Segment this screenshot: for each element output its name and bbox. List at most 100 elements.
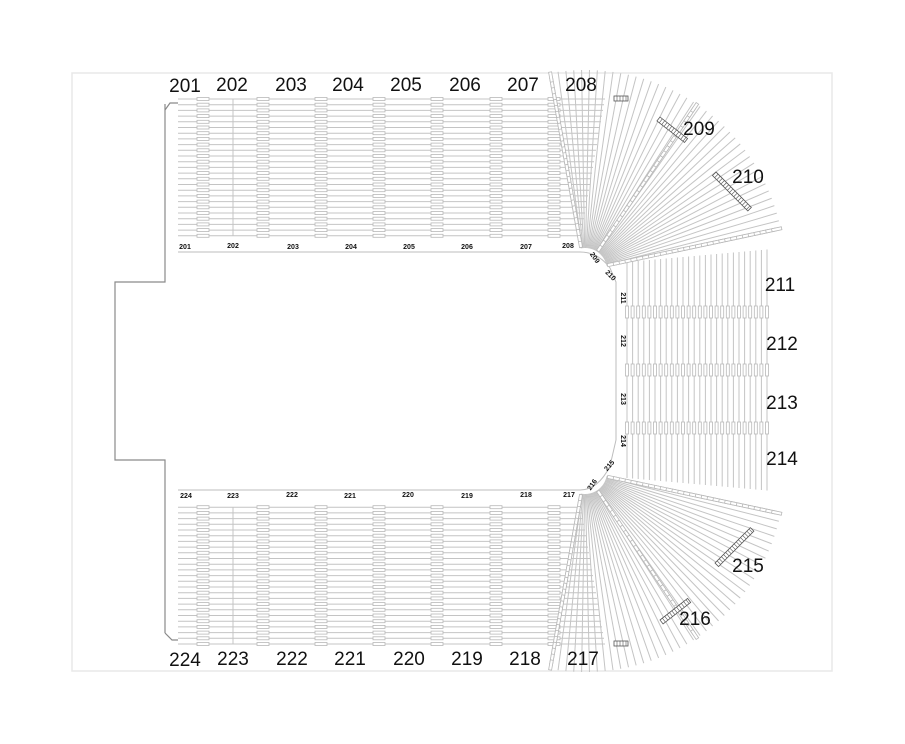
aisle-step: [681, 421, 685, 435]
section-label-222[interactable]: 222: [286, 492, 298, 499]
section-label-204[interactable]: 204: [345, 244, 357, 251]
section-label-208[interactable]: 208: [562, 243, 574, 250]
section-label-201[interactable]: 201: [169, 76, 201, 97]
section-label-215[interactable]: 215: [732, 556, 764, 577]
aisle-step: [489, 642, 503, 646]
section-label-217[interactable]: 217: [567, 649, 599, 670]
section-label-211[interactable]: 211: [619, 292, 626, 303]
section-label-223[interactable]: 223: [217, 649, 249, 670]
aisle-step: [636, 305, 641, 319]
aisle-step: [314, 596, 328, 601]
aisle-step: [489, 131, 503, 136]
section-label-224[interactable]: 224: [169, 650, 201, 671]
section-label-203[interactable]: 203: [275, 75, 307, 96]
section-label-205[interactable]: 205: [403, 244, 415, 251]
aisle-step: [372, 607, 386, 612]
aisle-step: [372, 142, 386, 147]
section-label-216[interactable]: 216: [587, 478, 599, 492]
aisle-step: [430, 602, 444, 606]
section-label-202[interactable]: 202: [216, 75, 248, 96]
aisle-step: [314, 211, 328, 215]
seat-row: [602, 484, 746, 593]
section-label-208[interactable]: 208: [565, 75, 597, 96]
section-label-216[interactable]: 216: [679, 609, 711, 630]
section-label-203[interactable]: 203: [287, 244, 299, 251]
section-label-206[interactable]: 206: [461, 244, 473, 251]
section-label-201[interactable]: 201: [179, 244, 191, 251]
seat-row: [602, 149, 746, 258]
section-label-218[interactable]: 218: [509, 649, 541, 670]
section-label-219[interactable]: 219: [461, 493, 473, 500]
aisle-step: [314, 171, 328, 176]
aisle-step: [489, 114, 503, 118]
section-label-218[interactable]: 218: [520, 492, 532, 499]
aisle-step: [547, 533, 561, 538]
aisle-step: [256, 522, 270, 527]
section-label-210[interactable]: 210: [603, 269, 616, 282]
aisle-step: [196, 182, 210, 187]
aisle-step: [731, 305, 736, 319]
section-label-224[interactable]: 224: [180, 493, 192, 500]
aisle-step: [658, 305, 663, 319]
seat-row: [585, 493, 598, 672]
section-label-205[interactable]: 205: [390, 75, 422, 96]
section-label-207[interactable]: 207: [507, 75, 539, 96]
aisle-step: [256, 171, 270, 176]
section-label-214[interactable]: 214: [619, 435, 626, 447]
aisle-step: [675, 363, 680, 377]
seat-row: [600, 131, 731, 256]
seat-row: [605, 479, 772, 545]
aisle-step: [430, 171, 444, 176]
section-label-213[interactable]: 213: [766, 393, 798, 414]
aisle-step: [196, 533, 210, 538]
section-label-220[interactable]: 220: [393, 649, 425, 670]
section-label-220[interactable]: 220: [402, 492, 414, 499]
aisle-step: [430, 573, 444, 578]
aisle-step: [314, 216, 328, 221]
section-label-214[interactable]: 214: [766, 449, 798, 470]
aisle-step: [196, 556, 210, 561]
section-label-212[interactable]: 212: [766, 334, 798, 355]
section-label-217[interactable]: 217: [563, 492, 575, 499]
aisle-step: [430, 222, 444, 227]
aisle-step: [547, 602, 561, 606]
seat-row: [601, 143, 741, 257]
section-label-221[interactable]: 221: [344, 493, 356, 500]
section-label-223[interactable]: 223: [227, 493, 239, 500]
aisle-step: [748, 305, 753, 319]
aisle-step: [641, 305, 646, 319]
aisle-step: [196, 148, 210, 153]
aisle-step: [430, 550, 444, 555]
section-label-210[interactable]: 210: [732, 167, 764, 188]
section-label-221[interactable]: 221: [334, 649, 366, 670]
aisle-step: [314, 516, 328, 521]
section-label-212[interactable]: 212: [619, 335, 626, 347]
aisle-step: [548, 71, 554, 83]
aisle-step: [748, 363, 753, 377]
section-label-207[interactable]: 207: [520, 244, 532, 251]
section-label-204[interactable]: 204: [332, 75, 364, 96]
section-label-215[interactable]: 215: [603, 459, 616, 473]
aisle-step: [489, 573, 503, 578]
aisle-step: [547, 136, 561, 141]
aisle-step: [430, 205, 444, 210]
section-label-202[interactable]: 202: [227, 243, 239, 250]
aisle-step: [547, 505, 561, 510]
section-label-209[interactable]: 209: [588, 251, 600, 265]
aisle-step: [430, 522, 444, 527]
seat-row: [573, 493, 585, 672]
aisle-step: [547, 165, 561, 170]
seat-row: [587, 71, 614, 249]
section-label-206[interactable]: 206: [449, 75, 481, 96]
section-label-209[interactable]: 209: [683, 119, 715, 140]
aisle-step: [430, 108, 444, 113]
section-label-213[interactable]: 213: [619, 393, 626, 405]
aisle-step: [256, 533, 270, 538]
section-label-219[interactable]: 219: [451, 649, 483, 670]
section-label-222[interactable]: 222: [276, 649, 308, 670]
aisle-step: [489, 228, 503, 233]
aisle-step: [737, 363, 741, 377]
seat-row: [595, 490, 688, 645]
section-label-211[interactable]: 211: [765, 275, 795, 296]
aisle-step: [630, 363, 635, 377]
